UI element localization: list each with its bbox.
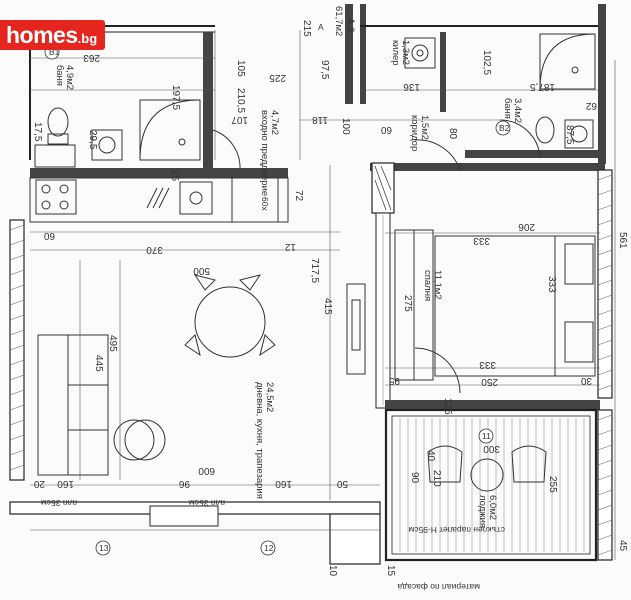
axis-b1-label: B1	[49, 47, 60, 57]
dim-125: 125	[442, 398, 453, 415]
dim-160-right: 160	[275, 478, 292, 489]
dim-45: 45	[617, 540, 628, 552]
wc-area: 1,3м2	[400, 40, 411, 65]
dim-415: 415	[322, 298, 333, 315]
dim-333-bed: 333	[546, 276, 557, 293]
header-apartment: А 6	[345, 18, 356, 32]
parapet-left-note: плп 35см	[41, 498, 77, 508]
living-name: дневна, кухня, трапезария	[254, 382, 265, 499]
loggia-name: лоджия	[477, 495, 488, 528]
dim-80: 80	[447, 128, 458, 140]
dim-17-5: 17,5	[32, 122, 43, 142]
dim-333: 333	[473, 235, 490, 246]
living-area: 24,5м2	[264, 382, 275, 412]
dim-95: 95	[388, 375, 400, 386]
dim-445: 445	[93, 355, 104, 372]
loggia-area: 6,0м2	[487, 495, 498, 520]
entry-name: входно преддверие	[259, 110, 270, 196]
bath2-area: 3,4м2	[512, 98, 523, 123]
bedroom-name: спалня	[422, 270, 433, 301]
dim-225: 225	[269, 72, 286, 83]
bottom-note: материал по фасада	[397, 582, 480, 592]
dim-600: 600	[198, 465, 215, 476]
dim-102-5: 102,5	[481, 50, 492, 75]
dim-90: 90	[409, 472, 420, 484]
axis-11-label: 11	[482, 431, 491, 441]
axis-12-label: 12	[264, 543, 274, 553]
dim-29-5: 29,5	[87, 130, 98, 150]
dim-96: 96	[178, 478, 190, 489]
axis-13-bubble	[95, 540, 111, 556]
dim-495: 495	[107, 335, 118, 352]
dim-62: 62	[585, 100, 597, 111]
loggia-parapet-note: стъклен парапет Н-95см	[408, 525, 505, 535]
wc-name: килер	[390, 40, 401, 66]
dim-300: 300	[483, 443, 500, 454]
dim-100: 100	[340, 118, 351, 135]
homes-logo: homes .bg	[0, 20, 106, 50]
bath1-name: баня	[54, 65, 65, 86]
dim-187-5: 187,5	[530, 81, 555, 92]
logo-domain-suffix: .bg	[77, 30, 98, 46]
bath2-name: баня	[502, 98, 513, 119]
dim-500: 500	[193, 265, 210, 276]
corridor-area: 1,5м2	[419, 115, 430, 140]
axis-12-bubble	[260, 540, 276, 556]
axis-a-label: A	[318, 22, 324, 32]
axis-11-bubble	[478, 428, 494, 444]
dim-370: 370	[146, 244, 163, 255]
bath1-area: 4,9м2	[64, 65, 75, 90]
dim-197-5: 197,5	[170, 85, 181, 110]
dimension-lines	[30, 30, 616, 560]
dim-40: 40	[425, 450, 436, 462]
dim-250: 250	[481, 376, 498, 387]
dim-215: 215	[301, 20, 312, 37]
dim-60-top: 60	[380, 124, 392, 135]
dim-210: 210	[431, 470, 442, 487]
axis-b2-bubble	[495, 120, 511, 136]
dim-255: 255	[547, 476, 558, 493]
axis-markers	[44, 44, 511, 556]
logo-wordmark: homes	[6, 21, 78, 48]
dim-97-5: 97,5	[319, 60, 330, 80]
dim-118: 118	[312, 114, 328, 125]
dim-160-left: 160	[57, 478, 74, 489]
loggia-deck	[399, 418, 585, 552]
dim-12: 12	[284, 241, 296, 252]
dim-561: 561	[617, 232, 628, 249]
dim-275: 275	[402, 295, 413, 312]
axis-b2-label: B2	[499, 123, 510, 133]
axis-13-label: 13	[99, 543, 109, 553]
parapet-right-note: плп 35см	[189, 498, 225, 508]
dim-25: 25	[169, 170, 180, 182]
dim-87-5: 87,5	[564, 125, 575, 145]
dim-107: 107	[231, 114, 248, 125]
kitchen-depth-note: 60х	[260, 197, 270, 211]
corridor-name: коридор	[409, 115, 420, 151]
dim-15: 15	[385, 565, 396, 577]
dim-30: 30	[580, 375, 592, 386]
dim-60-kitchen: 60	[43, 230, 55, 241]
dim-20: 20	[33, 478, 45, 489]
dim-717-5: 717,5	[309, 258, 320, 283]
dim-136: 136	[403, 81, 420, 92]
walls	[9, 4, 613, 565]
dim-105: 105	[235, 60, 246, 77]
dim-206: 206	[518, 221, 535, 232]
fixtures	[29, 33, 596, 492]
dim-210-5: 210,5	[235, 88, 246, 113]
dim-10: 10	[327, 565, 338, 577]
bedroom-area: 11,1м2	[432, 270, 443, 300]
dim-333-bottom: 333	[479, 359, 496, 370]
dim-50: 50	[336, 478, 348, 489]
dim-72: 72	[293, 190, 304, 202]
entry-area: 4,7м2	[269, 110, 280, 135]
dim-263: 263	[83, 52, 100, 63]
header-total-area: 61,7м2	[333, 6, 344, 36]
